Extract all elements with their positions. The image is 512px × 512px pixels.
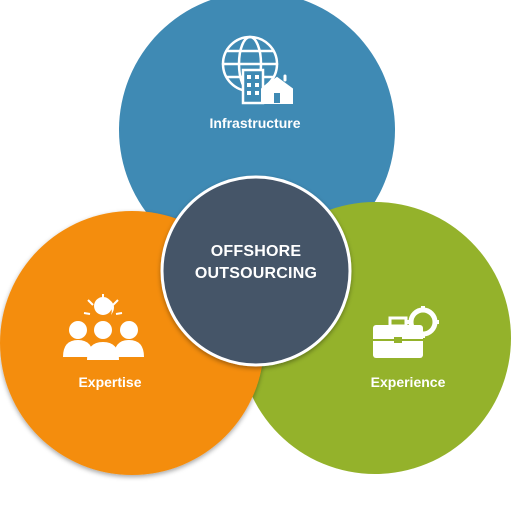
infrastructure-label: Infrastructure	[209, 115, 300, 131]
building-windows	[247, 75, 280, 103]
expertise-label: Expertise	[78, 374, 141, 390]
team-lightbulb-icon	[63, 294, 144, 360]
briefcase-gear-icon	[373, 306, 439, 358]
center-circle	[160, 175, 352, 367]
infrastructure-circle	[119, 0, 395, 268]
center-title-line1: OFFSHORE	[211, 243, 302, 260]
experience-label: Experience	[371, 374, 446, 390]
center-title-line2: OUTSOURCING	[195, 265, 317, 282]
